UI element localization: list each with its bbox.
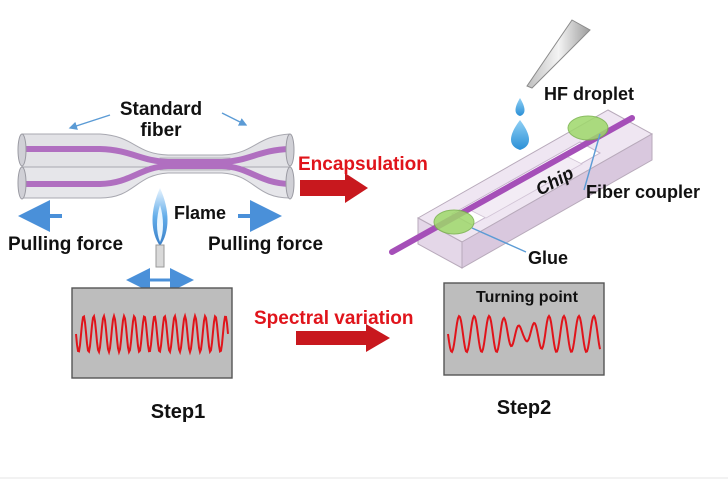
flame-icon xyxy=(152,188,168,268)
turning-point-label: Turning point xyxy=(476,289,579,306)
flame-label: Flame xyxy=(174,203,226,223)
encapsulation-arrow xyxy=(300,173,368,203)
pointer-arrow xyxy=(68,114,111,130)
step2-label: Step2 xyxy=(497,397,551,419)
standard-fiber-label: Standard xyxy=(120,99,202,120)
hf-droplet-label: HF droplet xyxy=(544,84,634,104)
pointer-arrow xyxy=(221,112,248,126)
tapered-fiber-pair xyxy=(17,133,295,200)
pulling-force-label-right: Pulling force xyxy=(208,234,323,255)
spectrum-panel-step2 xyxy=(443,282,605,376)
pipette-icon xyxy=(526,19,591,89)
hf-droplet-icon xyxy=(511,98,529,150)
pulling-force-label-left: Pulling force xyxy=(8,234,123,255)
standard-fiber-label: fiber xyxy=(140,120,182,141)
spectral-variation-label: Spectral variation xyxy=(254,308,413,329)
glue-label: Glue xyxy=(528,248,568,268)
spectral-variation-arrow xyxy=(296,324,390,352)
step1-label: Step1 xyxy=(151,401,205,423)
encapsulation-label: Encapsulation xyxy=(298,154,428,175)
fiber-coupler-label: Fiber coupler xyxy=(586,182,700,202)
pointer-arrow xyxy=(471,227,527,253)
spectrum-trace-step1 xyxy=(75,312,229,356)
spectrum-trace-step2 xyxy=(447,314,601,354)
chip xyxy=(389,109,654,269)
pointer-arrow xyxy=(583,133,601,191)
